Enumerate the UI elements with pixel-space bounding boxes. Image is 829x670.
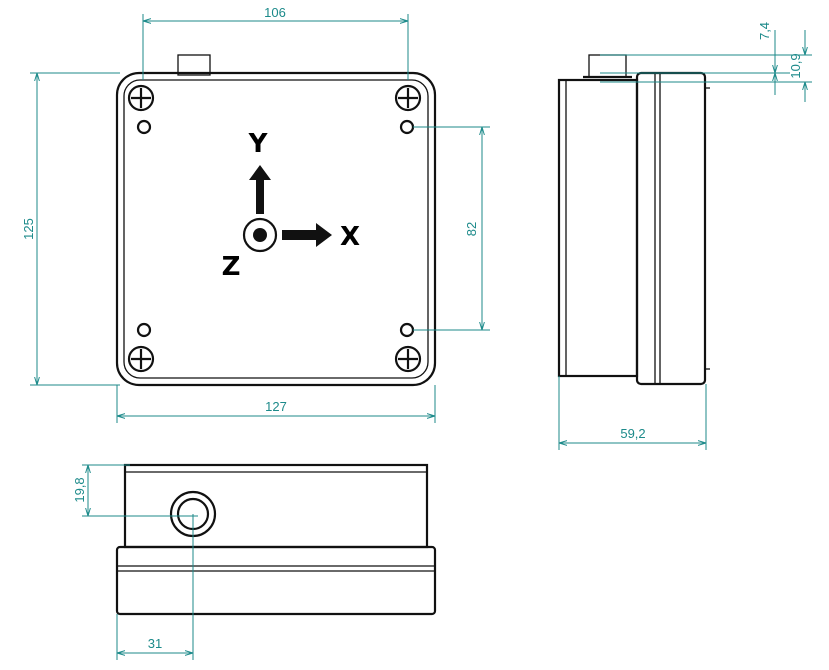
dim-bottom-offset-label: 31	[148, 636, 162, 651]
z-axis-label: Z	[222, 252, 241, 282]
y-axis-label: Y	[248, 129, 269, 159]
dim-side-top-small-label: 7,4	[757, 22, 772, 40]
z-axis-dot-icon	[253, 228, 267, 242]
x-axis-arrow-icon	[282, 223, 332, 247]
mount-hole-top-left	[136, 119, 152, 135]
side-lid	[635, 71, 707, 386]
screw-top-right-icon	[394, 84, 422, 112]
bottom-base	[123, 463, 429, 549]
mount-hole-bottom-right	[399, 322, 415, 338]
front-connector-top	[177, 54, 211, 76]
screw-bottom-left-icon	[127, 345, 155, 373]
dim-hole-spacing-label: 82	[464, 222, 479, 236]
side-base	[557, 78, 639, 378]
mount-hole-top-right	[399, 119, 415, 135]
mount-hole-bottom-left	[136, 322, 152, 338]
dim-top-width-label: 106	[264, 5, 286, 20]
dim-bottom-offset: 31	[116, 514, 194, 660]
front-inner-housing	[123, 79, 429, 379]
bottom-view: 19,8 31	[72, 463, 437, 660]
dim-front-height-label: 125	[21, 218, 36, 240]
dim-side-depth: 59,2	[558, 376, 707, 450]
bottom-lid	[115, 545, 437, 616]
side-connector	[588, 54, 627, 78]
dim-side-top-large-label: 10,9	[788, 53, 803, 78]
dim-bottom-height-label: 19,8	[72, 477, 87, 502]
x-axis-label: X	[340, 222, 360, 252]
screw-bottom-right-icon	[394, 345, 422, 373]
y-axis-arrow-icon	[249, 165, 271, 214]
dim-hole-spacing: 82	[413, 126, 490, 331]
axis-indicator: Y X Z	[222, 129, 360, 282]
dim-front-width-label: 127	[265, 399, 287, 414]
dim-top-width: 106	[142, 5, 409, 80]
front-view: Y X Z 106 125 82	[21, 5, 490, 423]
side-view: 7,4 10,9 59,2	[557, 22, 812, 450]
dim-side-depth-label: 59,2	[620, 426, 645, 441]
front-outer-housing	[115, 71, 437, 387]
screw-top-left-icon	[127, 84, 155, 112]
dim-side-top: 7,4 10,9	[600, 22, 812, 102]
dim-front-width: 127	[116, 385, 436, 423]
dim-bottom-height: 19,8	[72, 464, 198, 517]
z-axis-origin-icon	[242, 217, 278, 253]
dim-front-height: 125	[21, 72, 120, 386]
